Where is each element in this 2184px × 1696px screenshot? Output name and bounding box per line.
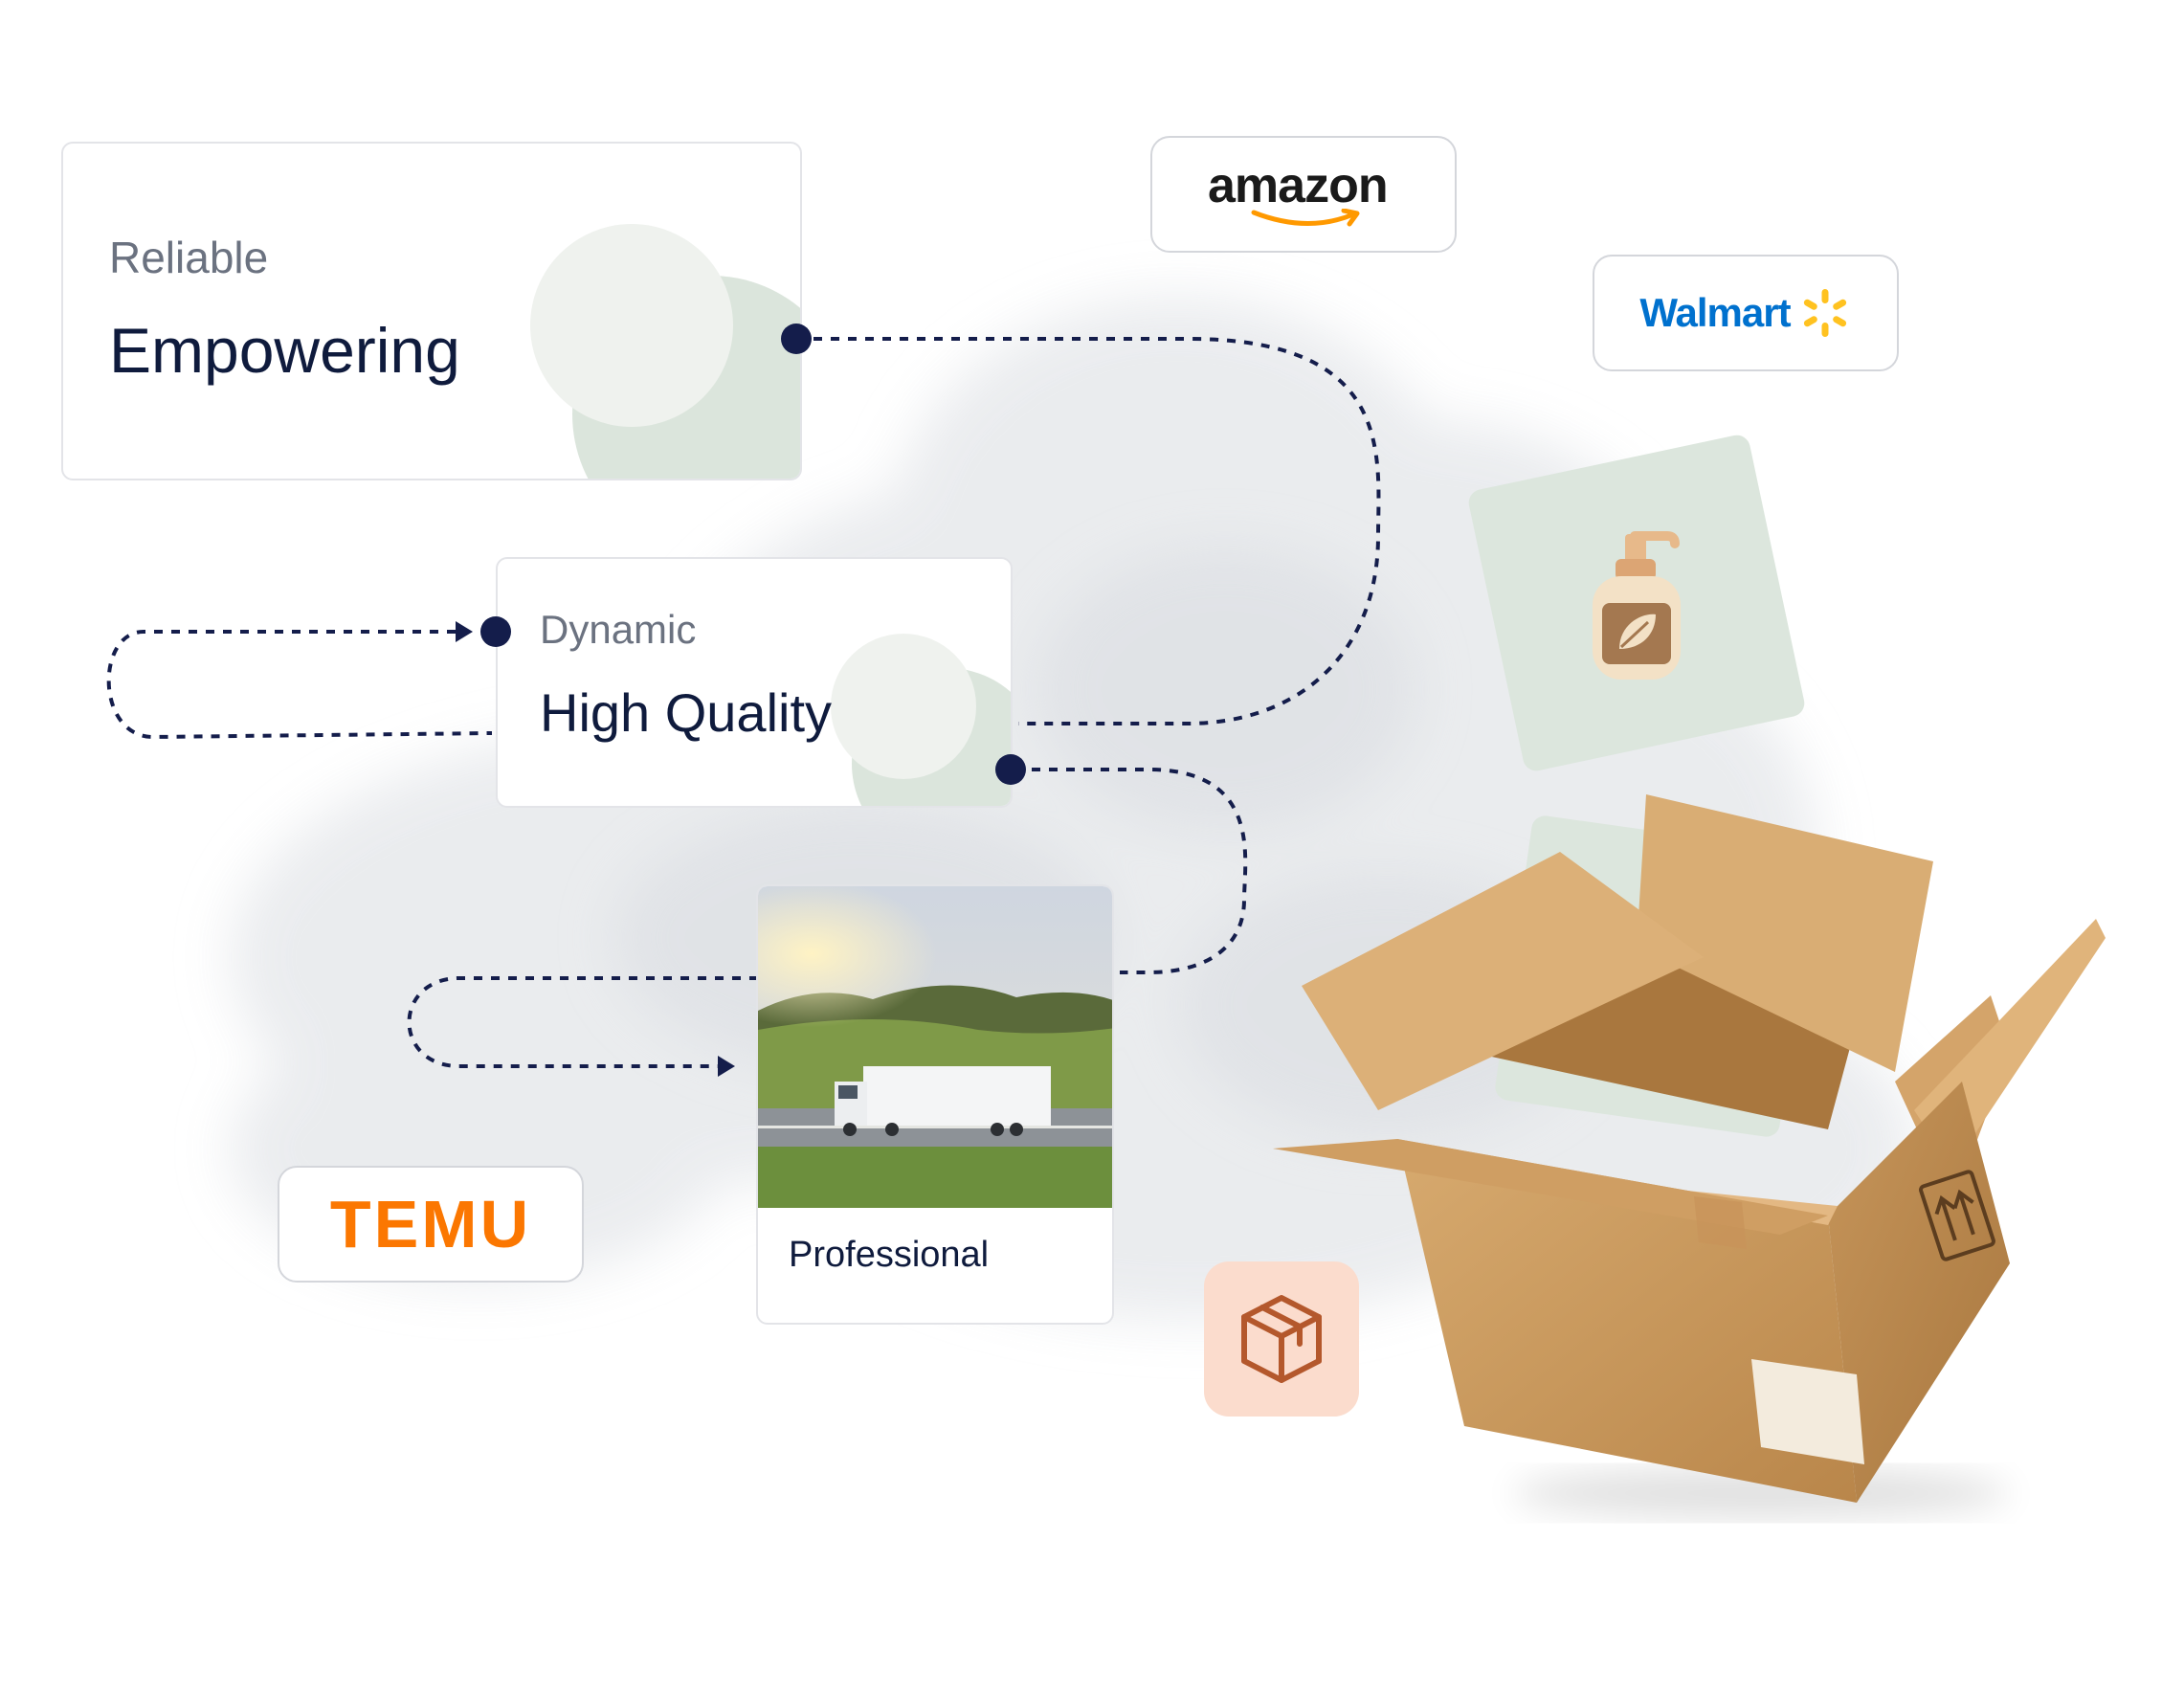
amazon-logo-badge: amazon [1150, 136, 1457, 253]
card-empowering: Reliable Empowering [61, 142, 802, 480]
card-professional: Professional [756, 884, 1114, 1325]
temu-wordmark: TEMU [329, 1187, 532, 1261]
walmart-logo-badge: Walmart [1593, 255, 1899, 371]
package-icon [1241, 1295, 1322, 1383]
amazon-wordmark: amazon [1208, 158, 1389, 213]
package-icon-tile [1204, 1261, 1359, 1417]
card-subtitle: Dynamic [540, 607, 697, 652]
card-subtitle: Reliable [109, 233, 269, 282]
walmart-wordmark: Walmart [1639, 290, 1791, 335]
decorative-circle-front [831, 634, 976, 779]
connector-node [480, 616, 511, 647]
temu-logo-badge: TEMU [278, 1166, 584, 1283]
card-caption: Professional [789, 1235, 990, 1275]
connector-node [781, 324, 812, 354]
decorative-circle-front [530, 224, 733, 427]
truck-photo [758, 886, 1112, 1208]
card-high-quality: Dynamic High Quality [496, 557, 1013, 808]
lotion-bottle-icon [1593, 531, 1681, 680]
card-title: High Quality [540, 682, 833, 743]
card-title: Empowering [109, 315, 460, 386]
walmart-spark-icon [1803, 289, 1846, 337]
open-cardboard-box-image [1273, 794, 2106, 1518]
connector-node [995, 754, 1026, 785]
lotion-tile [1466, 433, 1807, 773]
amazon-smile-icon [1251, 209, 1360, 227]
